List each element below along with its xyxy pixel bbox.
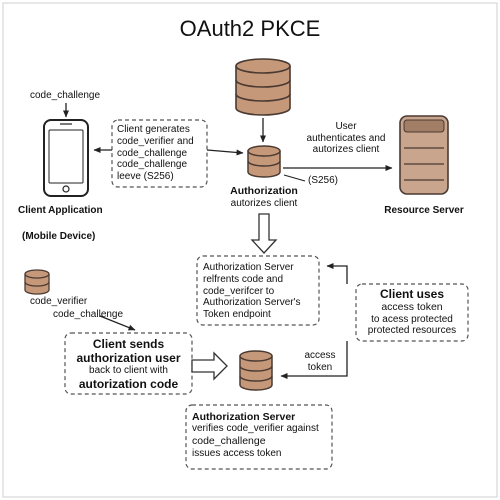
user-authenticates-line: authenticates and xyxy=(306,132,386,144)
client-sends-line: autorization code xyxy=(78,377,179,392)
hollow-arrow-down xyxy=(250,213,278,254)
authorization-database-icon xyxy=(247,145,281,178)
code-verifier-label: code_verifier xyxy=(30,296,88,307)
auth-server-verifies-box xyxy=(185,404,333,470)
resource-server-icon xyxy=(399,115,449,195)
client-sends-line: back to client with xyxy=(89,365,168,377)
s256-leader-line xyxy=(283,174,306,182)
code-challenge-label: code_challenge xyxy=(30,90,101,101)
client-database-icon xyxy=(24,269,50,295)
mobile-device-label: (Mobile Device) xyxy=(22,231,96,242)
arrow-box-to-authorization xyxy=(206,149,244,156)
token-database-icon xyxy=(239,350,273,391)
access-token-line: access xyxy=(304,350,336,361)
auth-server-verifies-line: issues access token xyxy=(192,447,282,459)
auth-server-verifies-line: verifies code_verifier against xyxy=(192,423,319,435)
resource-server-label: Resource Server xyxy=(384,205,464,216)
s256-label: (S256) xyxy=(308,175,339,186)
authorizes-client-label: autorizes client xyxy=(230,198,298,209)
client-sends-text: Client sends authorization user back to … xyxy=(65,337,192,391)
client-uses-text: Client uses access token to acess protec… xyxy=(356,287,468,337)
client-generates-box xyxy=(111,119,208,188)
user-authenticates-label: User authenticates and autorizes client xyxy=(296,121,396,156)
client-uses-heading: Client uses xyxy=(379,287,445,301)
client-sends-line: authorization user xyxy=(76,351,181,366)
arrow-access-token-to-db xyxy=(280,341,348,379)
client-generates-line: code_challenge xyxy=(117,147,188,159)
client-generates-line: code_verifier and xyxy=(117,135,194,147)
auth-server-refrents-box xyxy=(196,255,320,326)
auth-server-verifies-text: Authorization Server verifies code_verif… xyxy=(192,411,319,459)
database-stack-icon xyxy=(235,58,291,116)
client-uses-body: to acess protected xyxy=(371,313,453,325)
page-title: OAuth2 PKCE xyxy=(179,16,321,41)
code-challenge-lower-label: code_challenge xyxy=(53,309,124,320)
client-generates-text: Client generates code_verifier and code_… xyxy=(117,124,194,183)
auth-server-refrents-text: Authorization Server relfrents code and … xyxy=(203,262,301,321)
client-generates-line: leeve (S256) xyxy=(117,171,174,183)
auth-server-refrents-line: Authorization Server's xyxy=(203,297,301,309)
client-sends-line: Client sends xyxy=(92,337,165,351)
client-generates-line: Client generates xyxy=(117,124,190,135)
auth-server-verifies-heading: Authorization Server xyxy=(192,411,296,423)
arrow-code-challenge-to-client-sends xyxy=(99,315,136,331)
access-token-line: token xyxy=(307,361,333,373)
phone-icon xyxy=(43,119,89,197)
user-authenticates-line: User xyxy=(335,121,357,132)
client-uses-box xyxy=(355,283,469,342)
client-uses-body: protected resources xyxy=(367,325,457,337)
arrow-client-uses-to-auth-server xyxy=(326,263,348,284)
client-generates-line: code_challenge xyxy=(117,159,188,171)
hollow-arrow-right xyxy=(191,351,228,381)
client-application-label: Client Application xyxy=(18,205,103,216)
authorization-label: Authorization xyxy=(230,185,298,197)
auth-server-refrents-line: relfrents code and xyxy=(203,273,284,285)
access-token-label: access token xyxy=(290,350,350,373)
client-uses-heading: access token xyxy=(381,301,443,314)
auth-server-refrents-line: code_verifcer to xyxy=(203,285,275,297)
auth-server-refrents-line: Token endpoint xyxy=(203,309,271,321)
user-authenticates-line: autorizes client xyxy=(312,144,380,155)
auth-server-refrents-line: Authorization Server xyxy=(203,262,294,273)
auth-server-verifies-line: code_challenge xyxy=(192,435,266,448)
